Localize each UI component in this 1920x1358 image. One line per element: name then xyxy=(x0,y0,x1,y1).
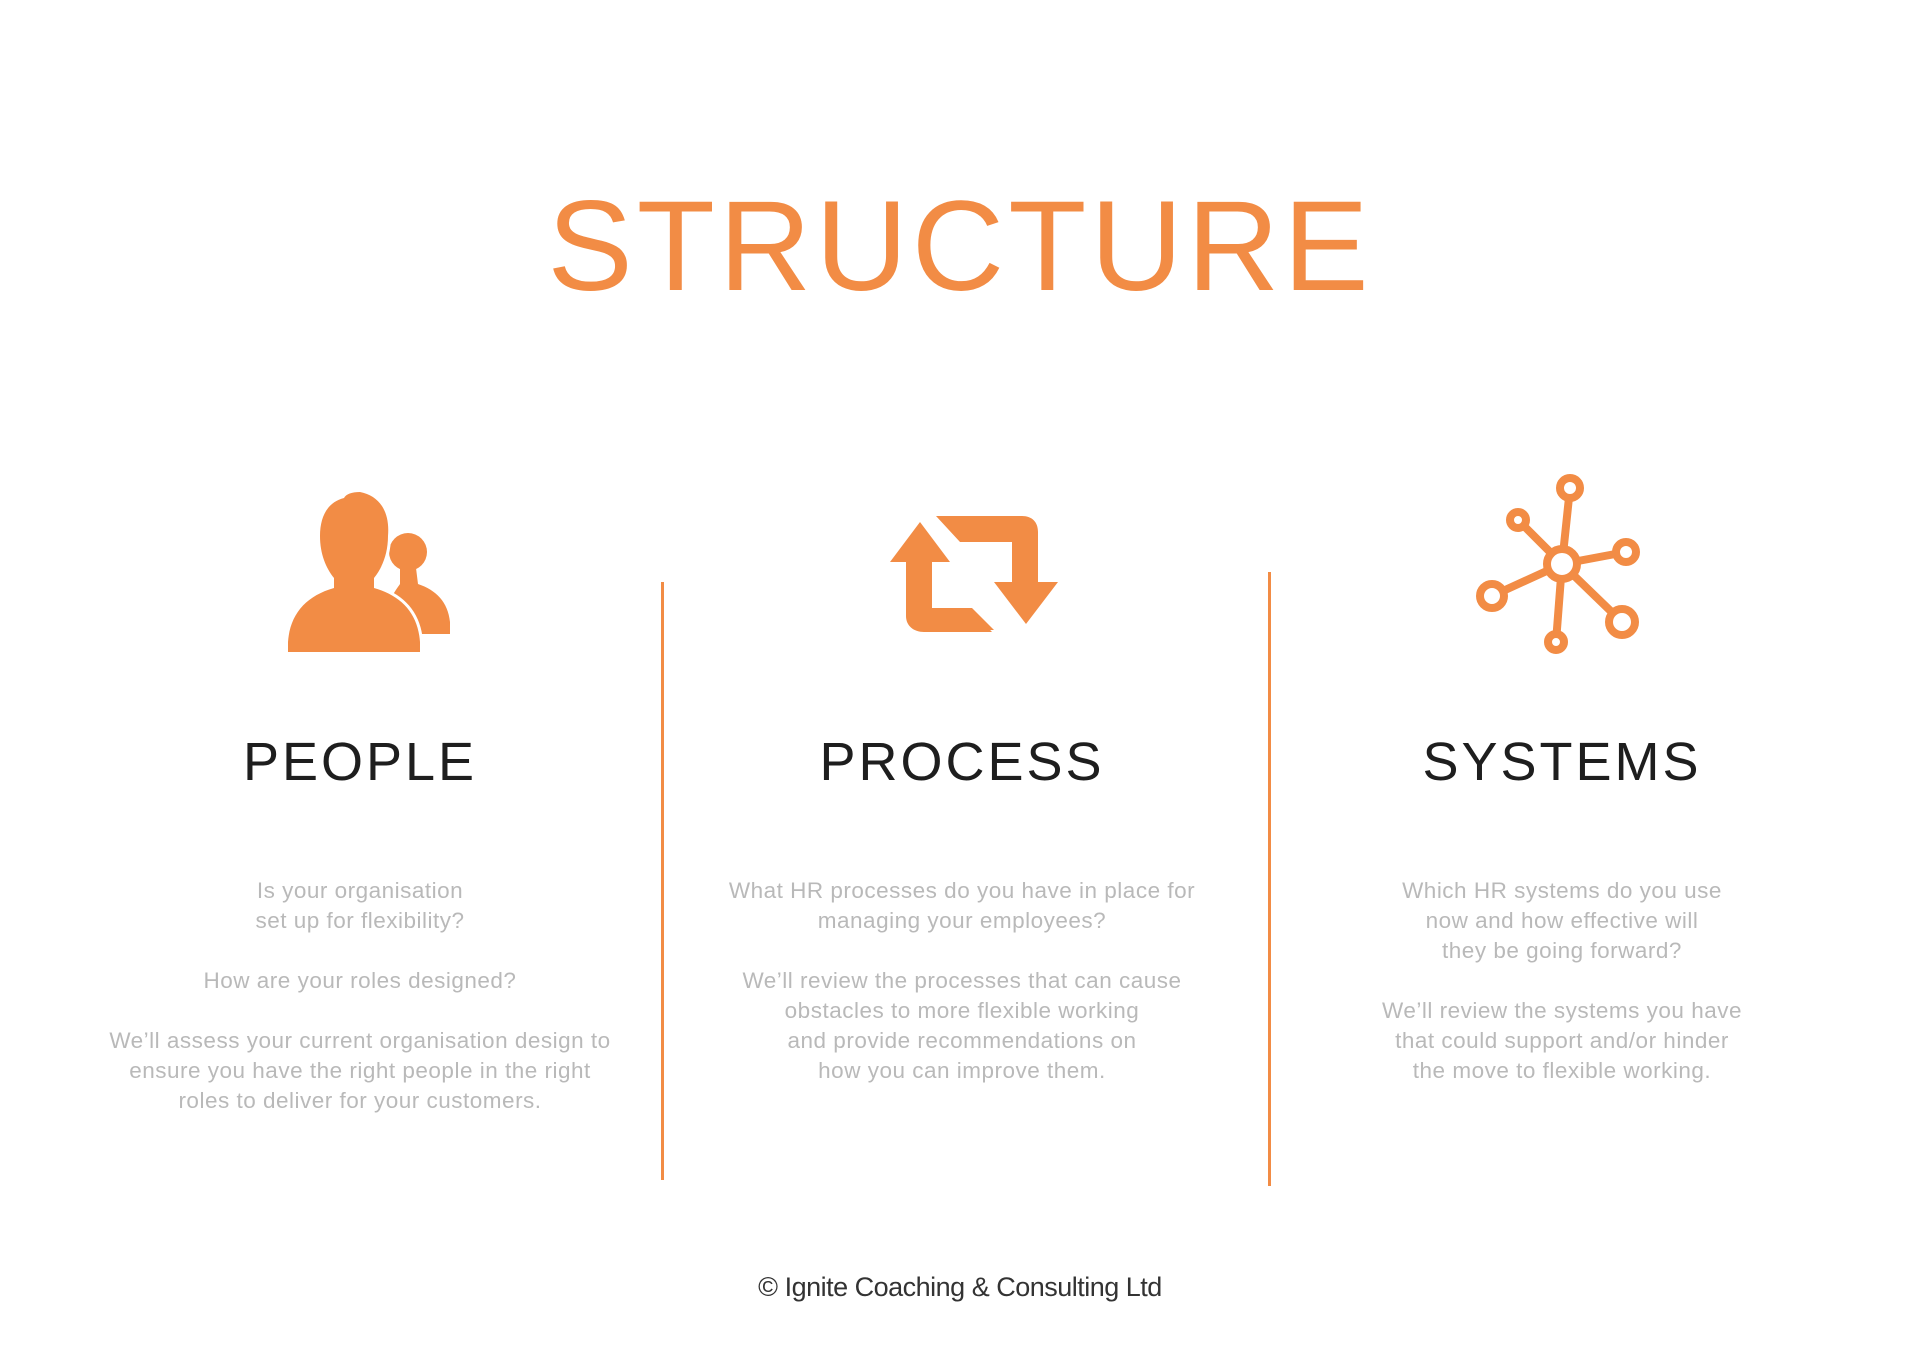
people-paragraph: How are your roles designed? xyxy=(203,968,517,993)
systems-column: SYSTEMS Which HR systems do you use now … xyxy=(1262,0,1862,1358)
process-paragraph: What HR processes do you have in place f… xyxy=(728,878,1196,933)
systems-heading: SYSTEMS xyxy=(1422,732,1702,792)
people-description: Is your organisation set up for flexibil… xyxy=(60,876,660,1146)
people-paragraph: Is your organisation set up for flexibil… xyxy=(255,878,465,933)
people-column: PEOPLE Is your organisation set up for f… xyxy=(60,0,660,1358)
network-icon xyxy=(1476,474,1640,654)
page-title: STRUCTURE xyxy=(547,175,1373,318)
systems-paragraph: We’ll review the systems you have that c… xyxy=(1382,998,1742,1083)
process-column: PROCESS What HR processes do you have in… xyxy=(662,0,1262,1358)
process-heading: PROCESS xyxy=(819,732,1105,792)
systems-description: Which HR systems do you use now and how … xyxy=(1262,876,1862,1116)
process-description: What HR processes do you have in place f… xyxy=(662,876,1262,1116)
people-icon xyxy=(288,492,450,652)
column-divider xyxy=(1268,572,1271,1186)
copyright-footer: © Ignite Coaching & Consulting Ltd xyxy=(758,1272,1162,1302)
systems-paragraph: Which HR systems do you use now and how … xyxy=(1402,878,1722,963)
cycle-arrows-icon xyxy=(890,516,1058,632)
people-paragraph: We’ll assess your current organisation d… xyxy=(109,1028,611,1113)
column-divider xyxy=(661,582,664,1180)
process-paragraph: We’ll review the processes that can caus… xyxy=(742,968,1182,1083)
people-heading: PEOPLE xyxy=(242,732,478,792)
